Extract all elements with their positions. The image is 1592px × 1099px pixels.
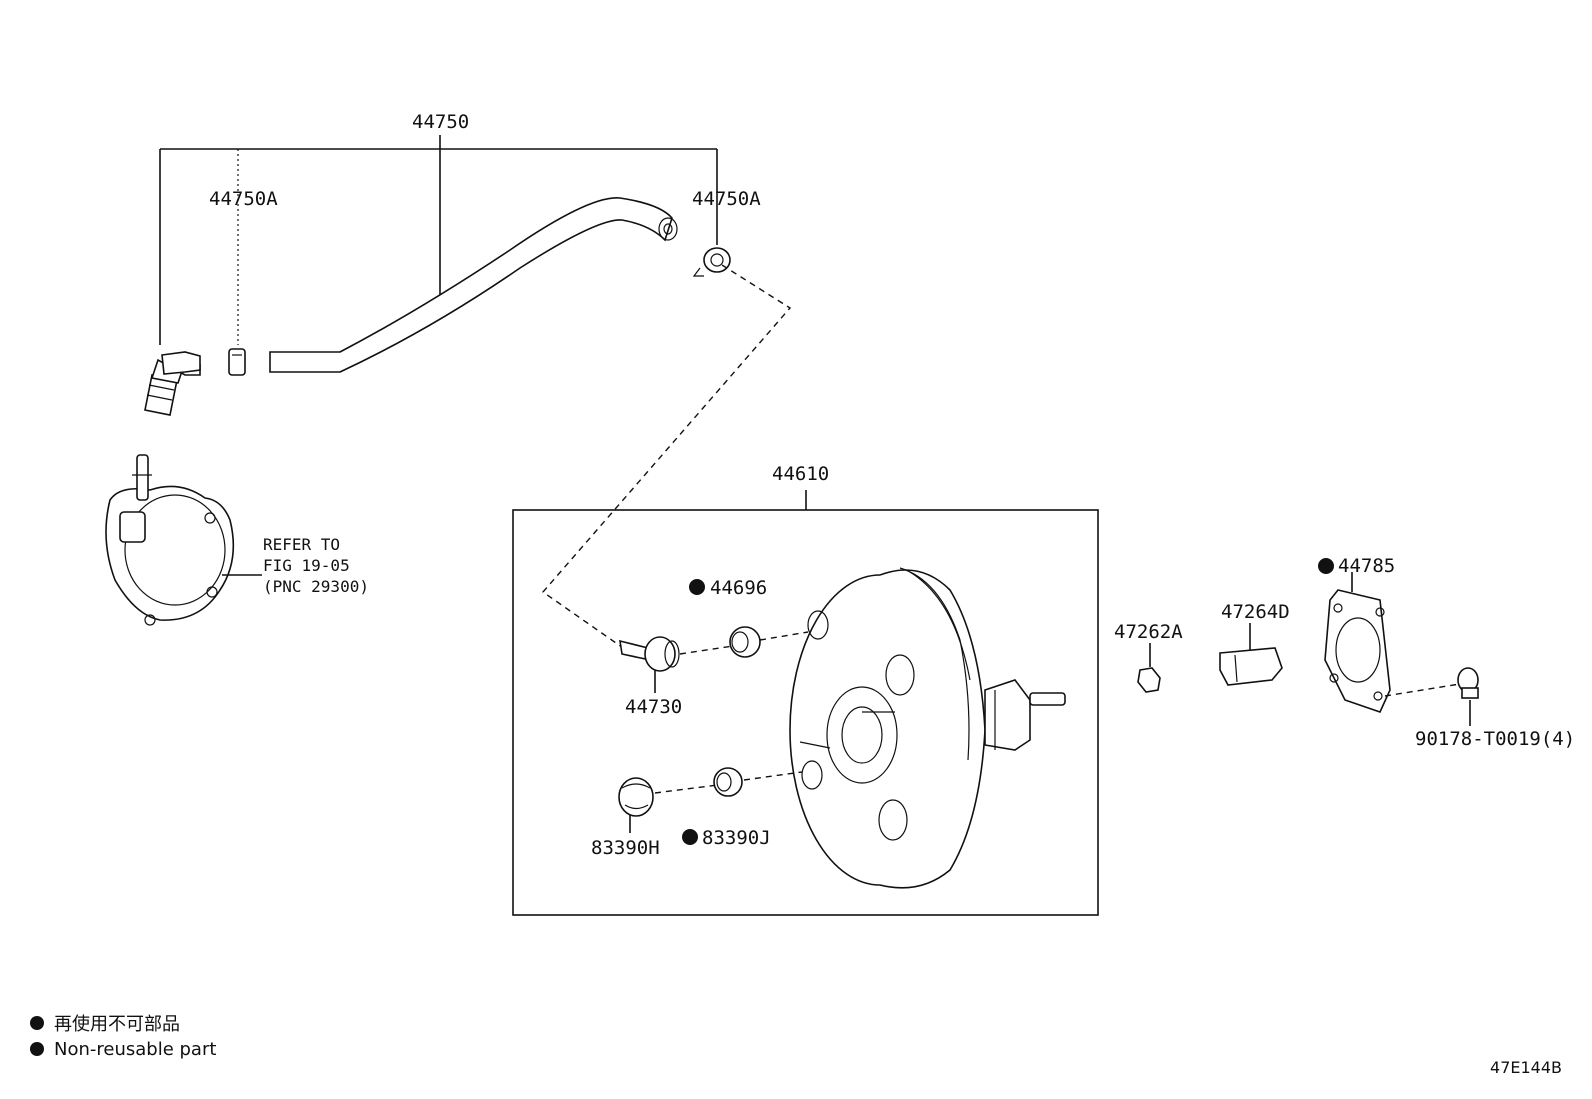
- hose-elbow-connector: [144, 351, 201, 416]
- gasket-44785: [1324, 572, 1461, 713]
- nut-90178: [1457, 667, 1479, 726]
- legend-dot-icon: [30, 1016, 44, 1030]
- non-reusable-marker-44696: [689, 579, 705, 595]
- label-44750: 44750: [412, 111, 469, 133]
- label-47264D: 47264D: [1221, 601, 1290, 623]
- grommet-83390J: [713, 767, 803, 797]
- legend: 再使用不可部品 Non-reusable part: [30, 1010, 216, 1062]
- bracket-47264D: [1219, 623, 1283, 686]
- refer-line-1: REFER TO: [263, 535, 340, 554]
- legend-japanese: 再使用不可部品: [54, 1014, 180, 1035]
- legend-row-japanese: 再使用不可部品: [30, 1010, 216, 1036]
- vacuum-pump: [105, 454, 262, 626]
- legend-english: Non-reusable part: [54, 1038, 217, 1060]
- nut-47262A: [1137, 643, 1161, 693]
- legend-row-english: Non-reusable part: [30, 1036, 216, 1062]
- label-47262A: 47262A: [1114, 621, 1183, 643]
- label-44750A-right: 44750A: [692, 188, 761, 210]
- label-44610: 44610: [772, 463, 829, 485]
- label-90178: 90178-T0019(4): [1415, 728, 1575, 750]
- routing-dashed-line: [541, 264, 792, 651]
- part-83390H: [618, 777, 719, 833]
- label-44730: 44730: [625, 696, 682, 718]
- brake-booster-44610: [789, 567, 1066, 889]
- hose-clamp-right: [692, 247, 731, 277]
- label-44785: 44785: [1338, 555, 1395, 577]
- vacuum-hose-44750: [269, 197, 678, 373]
- refer-line-2: FIG 19-05: [263, 556, 350, 575]
- label-83390H: 83390H: [591, 837, 660, 859]
- non-reusable-marker-83390J: [682, 829, 698, 845]
- label-44696: 44696: [710, 577, 767, 599]
- hose-clamp-left: [228, 348, 246, 376]
- non-reusable-marker-44785: [1318, 558, 1334, 574]
- grommet-44696: [729, 626, 809, 658]
- check-valve-elbow-44730: [619, 636, 741, 693]
- leader-44750: [159, 135, 718, 345]
- legend-dot-icon: [30, 1042, 44, 1056]
- figure-code: 47E144B: [1490, 1058, 1562, 1077]
- label-83390J: 83390J: [702, 827, 771, 849]
- refer-line-3: (PNC 29300): [263, 577, 369, 596]
- label-44750A-left: 44750A: [209, 188, 278, 210]
